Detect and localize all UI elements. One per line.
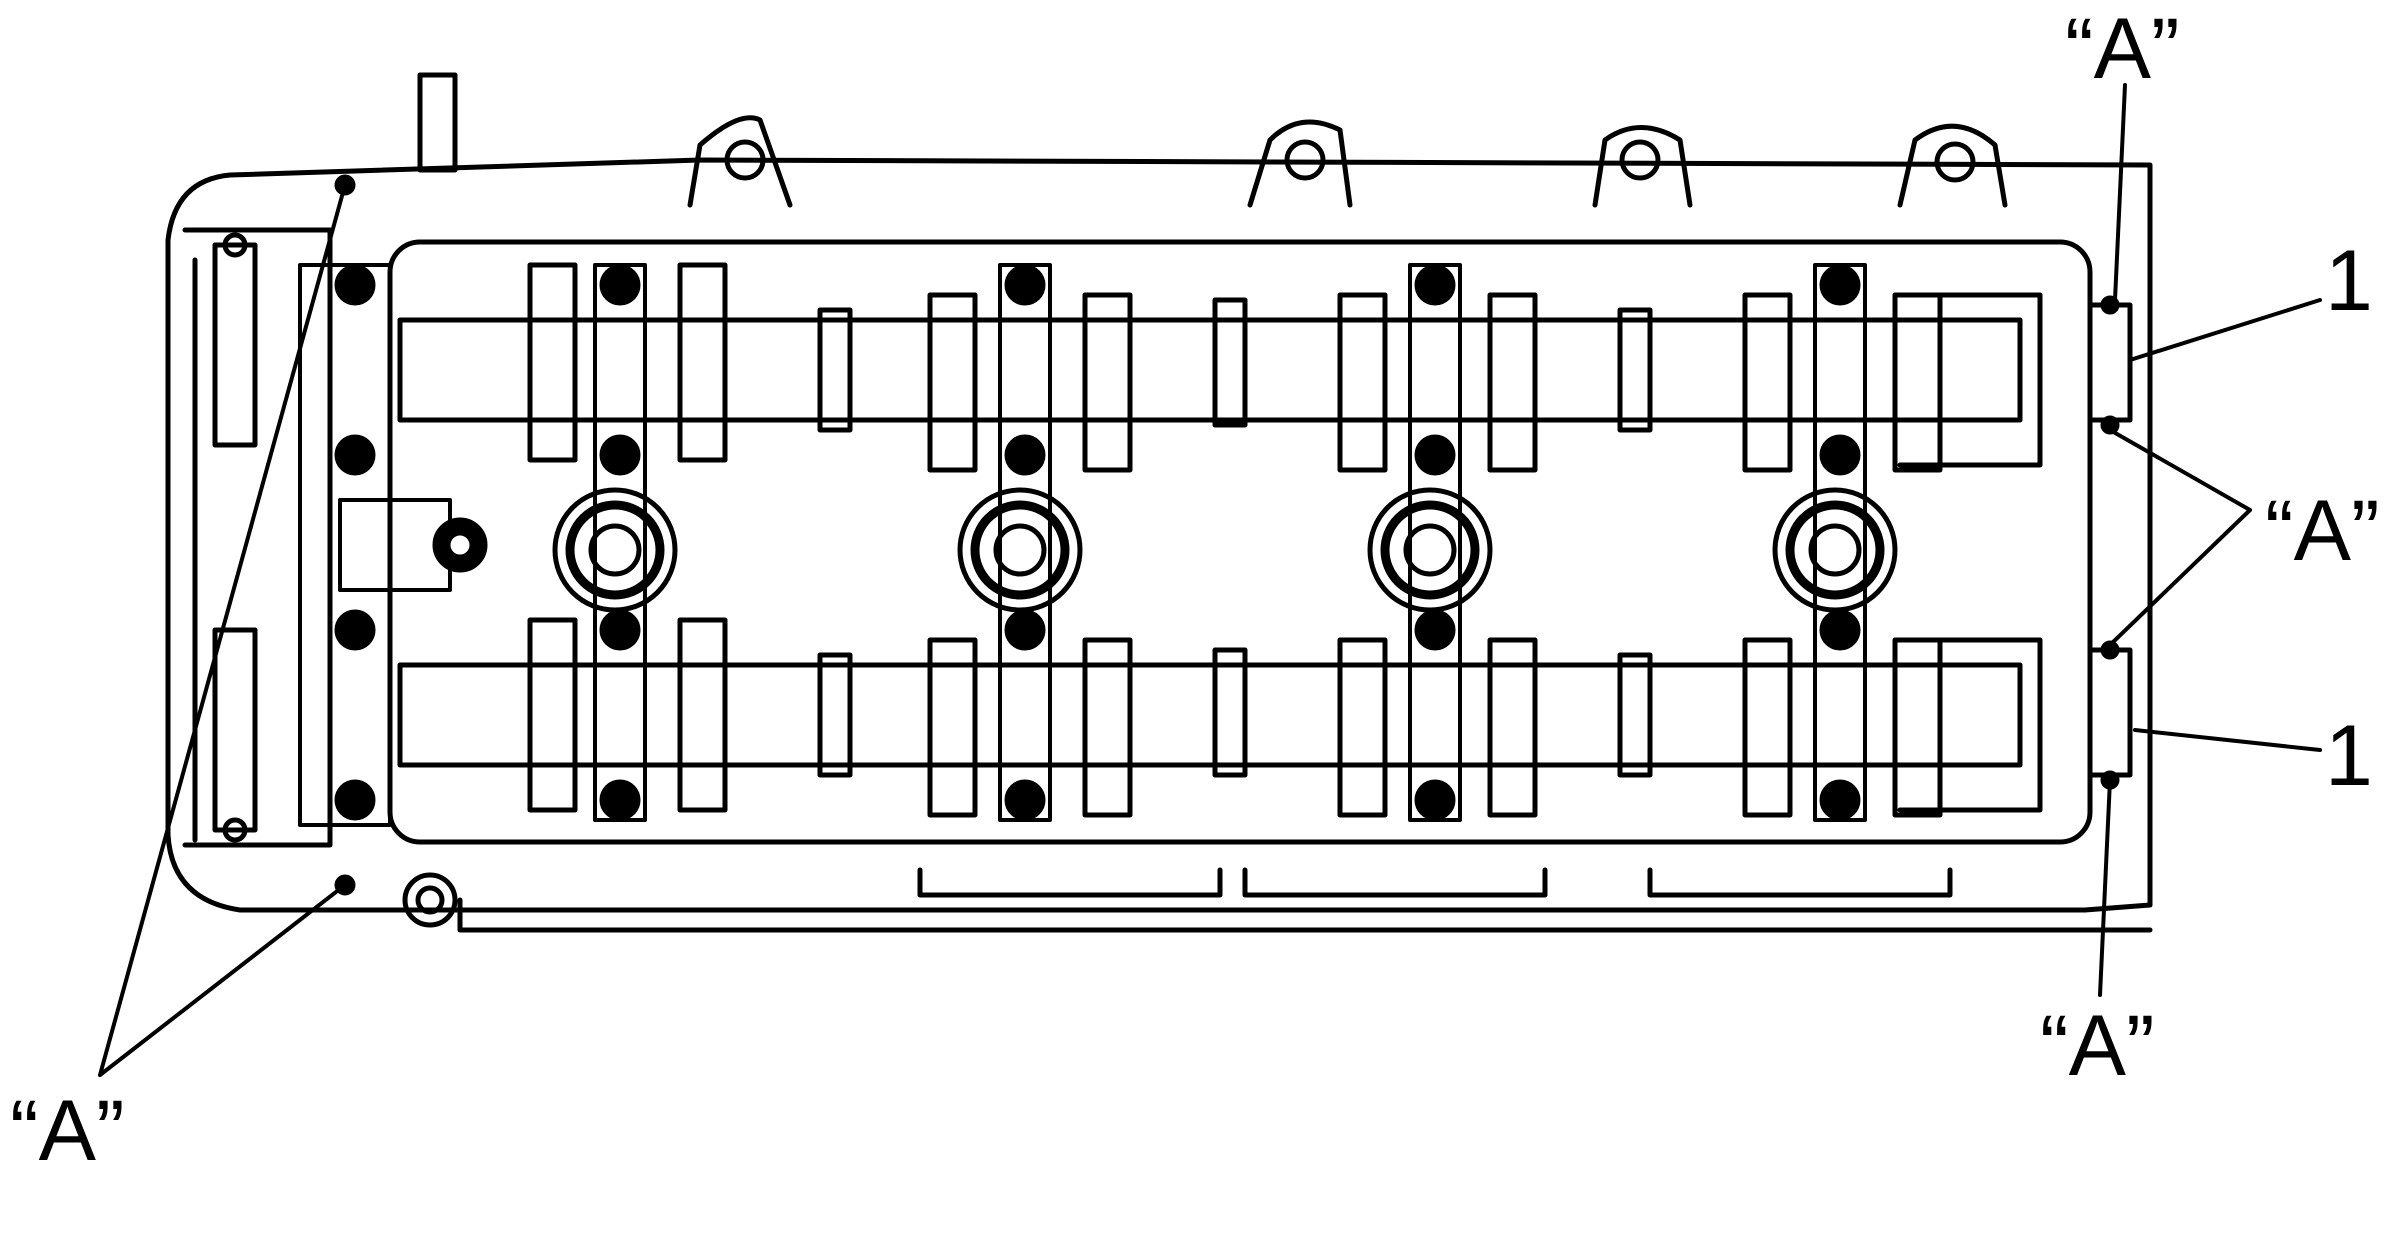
spark-plug-wells [552, 487, 1898, 613]
bearing-caps [334, 263, 1867, 822]
left-timing-plate [182, 227, 488, 848]
callout-1-upper: 1 [2325, 233, 2373, 329]
cam-carrier-frame [387, 239, 2093, 845]
leader-lines [98, 83, 2322, 1077]
callout-1-lower: 1 [2325, 708, 2373, 804]
upper-camshaft [397, 317, 2023, 423]
upper-cam-lobes [527, 262, 1943, 473]
label-a-top-right: “A” [2065, 1, 2180, 97]
label-a-bottom-right: “A” [2040, 998, 2155, 1094]
lower-camshaft [397, 662, 2023, 768]
label-a-right-middle: “A” [2265, 483, 2380, 579]
camshaft-end-seals [334, 174, 2133, 896]
head-housing [165, 72, 2153, 933]
lower-cam-lobes [527, 617, 1943, 818]
label-a-bottom-left: “A” [10, 1083, 125, 1179]
